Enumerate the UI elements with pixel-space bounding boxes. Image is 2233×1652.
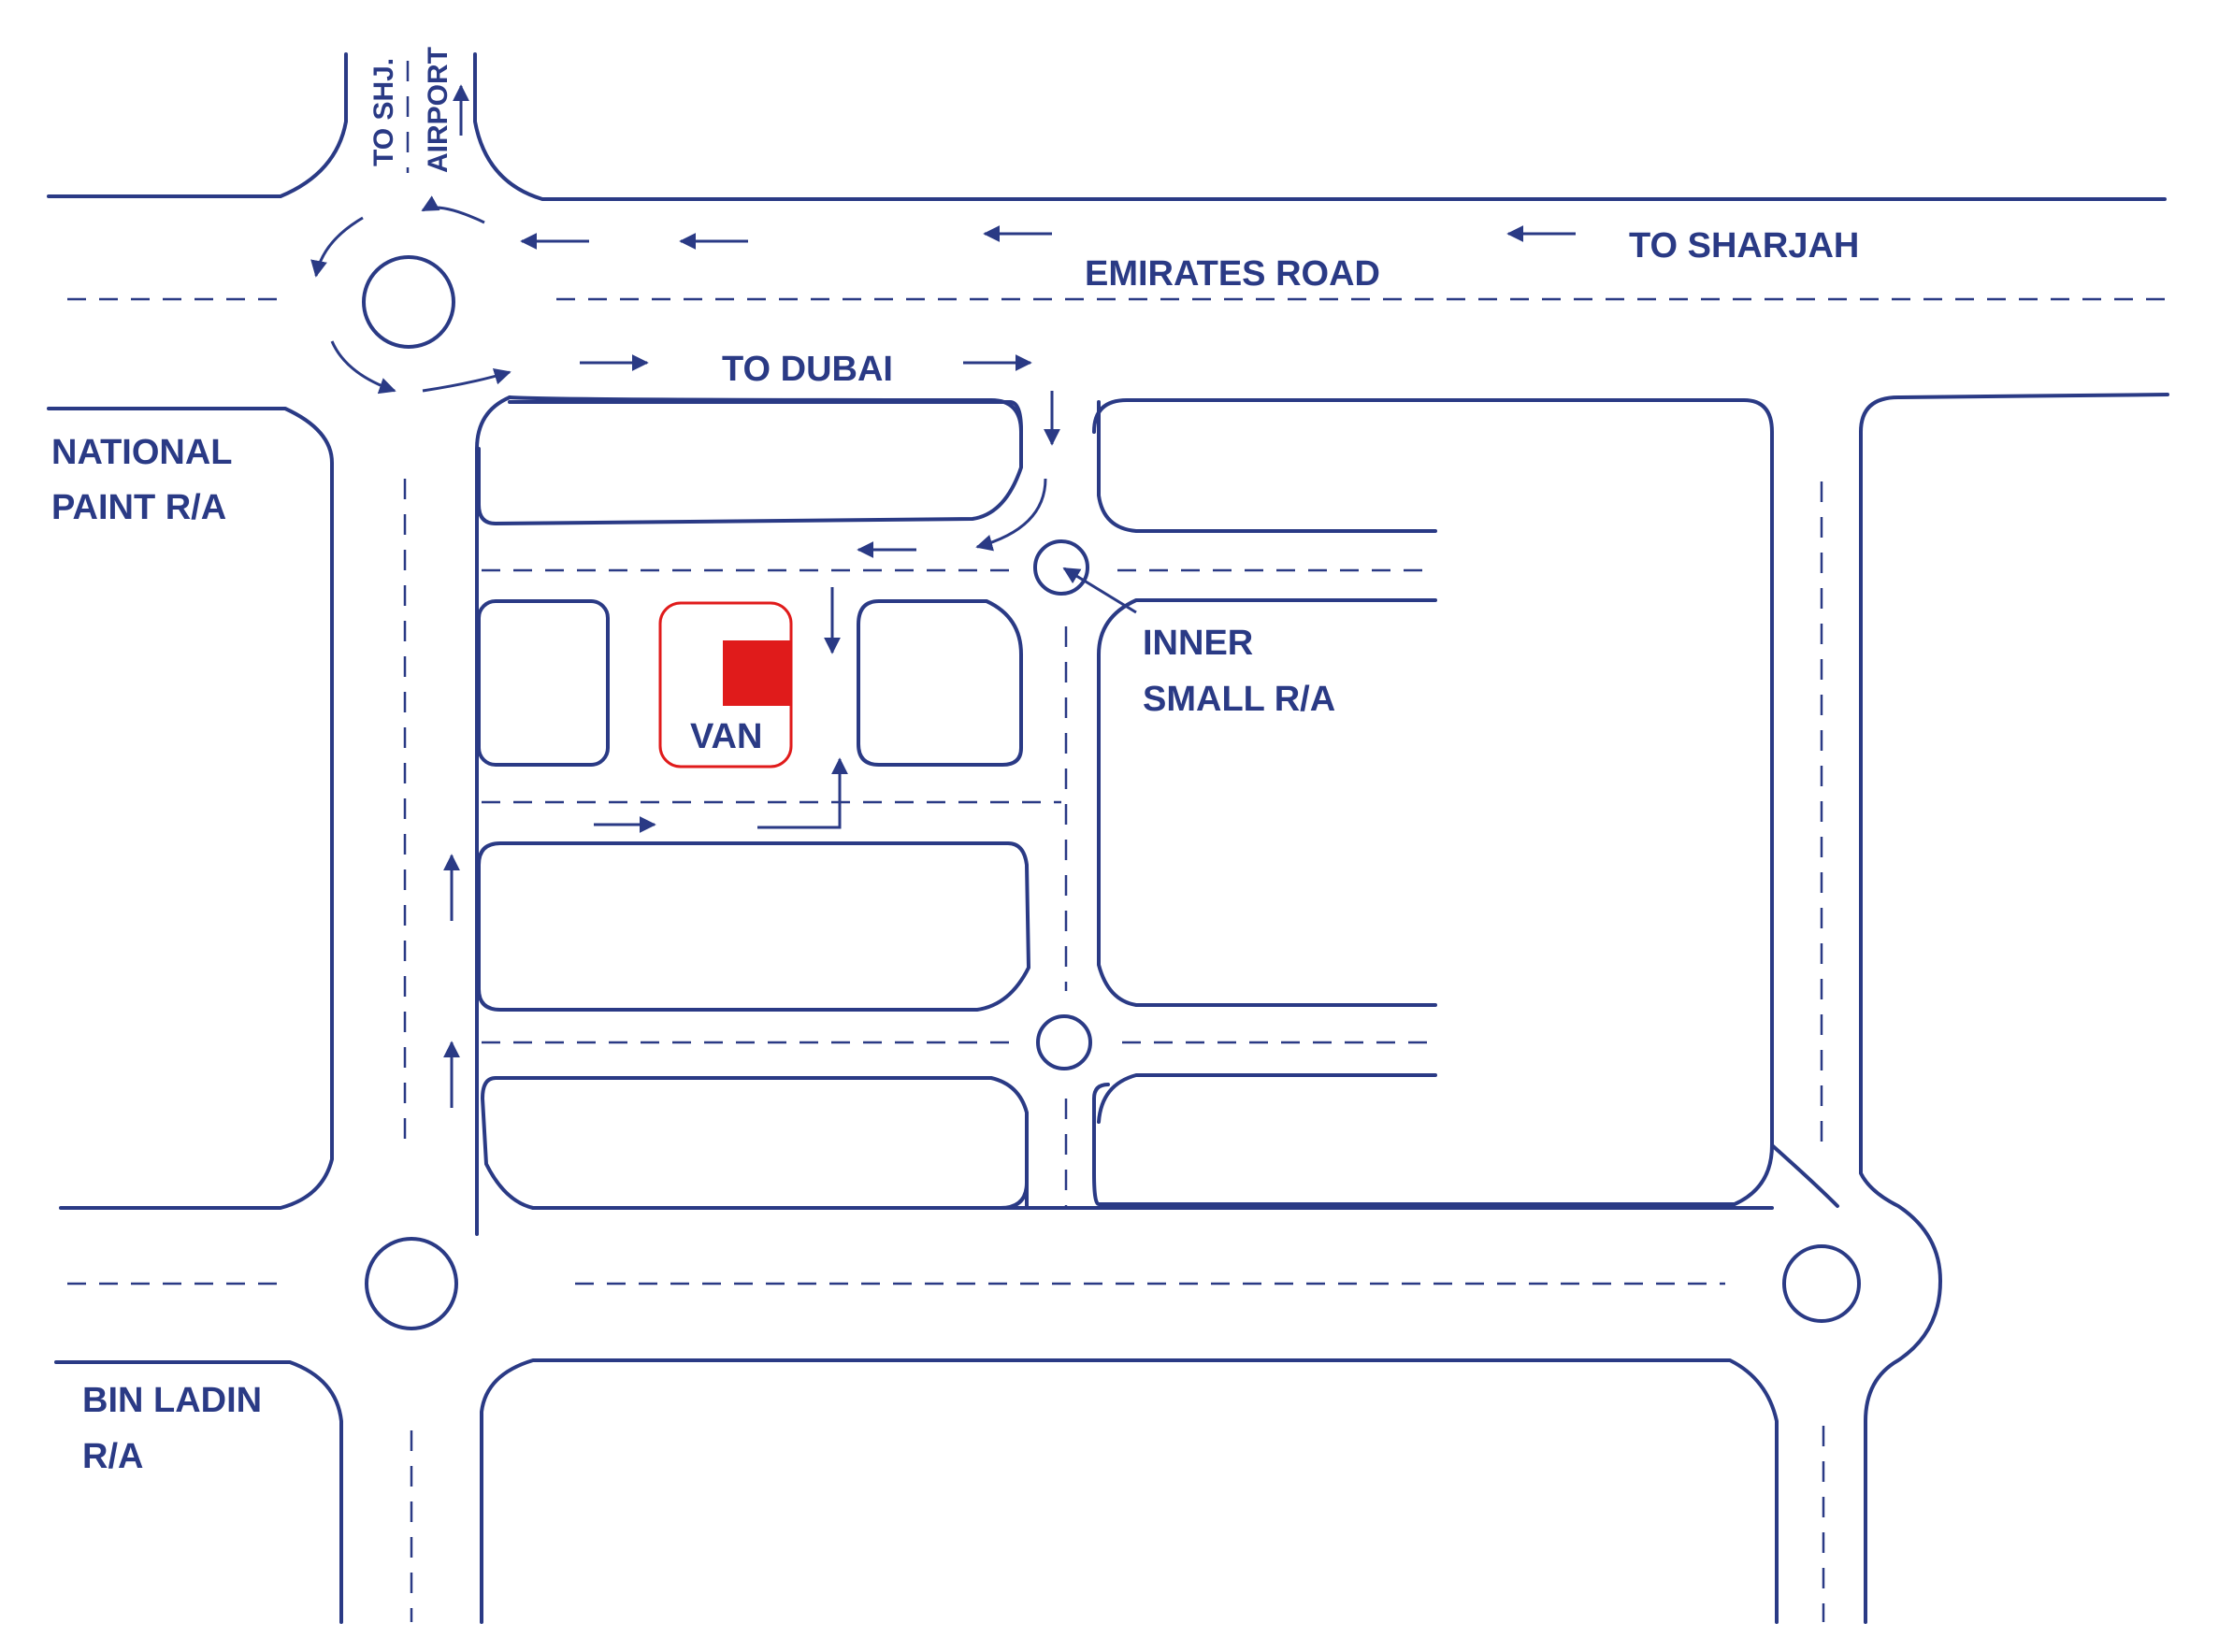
to-dubai-label: TO DUBAI [722, 350, 893, 389]
to-shj-label: TO SHJ. [368, 58, 399, 166]
bin-ladin-roundabout [365, 1237, 458, 1330]
right-road-west-edge [1770, 1143, 1839, 1208]
block-middle [477, 841, 1030, 1012]
map-labels: TO SHJ. AIRPORT EMIRATES ROAD TO SHARJAH… [51, 47, 1859, 1476]
emirates-road-label: EMIRATES ROAD [1085, 254, 1380, 294]
right-road-east-edge [1859, 430, 1942, 1624]
lane-markings [67, 61, 2169, 1622]
national-paint-roundabout [362, 255, 455, 349]
airport-label: AIRPORT [423, 47, 454, 173]
to-sharjah-label: TO SHARJAH [1629, 226, 1859, 266]
inner-road-east-upper [1097, 400, 1437, 533]
van-location: VAN [658, 601, 793, 769]
left-road-east-edge [475, 395, 511, 1236]
left-road-west-edge [47, 407, 334, 1210]
right-road-lower-west [480, 1358, 1779, 1624]
van-marker-square [723, 640, 792, 706]
emirates-road-bottom-right [1092, 393, 2169, 1206]
bin-ladin-west [54, 1360, 343, 1624]
bin-ladin-label-1: BIN LADIN [82, 1381, 262, 1420]
block-lower [481, 1076, 1029, 1210]
inner-small-label-2: SMALL R/A [1143, 680, 1335, 719]
emirates-road-bottom-edge [508, 395, 1023, 441]
emirates-road-top-edge [47, 52, 2167, 201]
direction-arrows [310, 84, 1576, 1108]
inner-road-east-lower [1097, 1073, 1437, 1124]
bin-ladin-label-2: R/A [82, 1437, 143, 1476]
block-top [477, 400, 1023, 525]
national-paint-label-1: NATIONAL [51, 433, 233, 472]
road-network [47, 52, 2169, 1624]
block-left-small [477, 599, 610, 767]
national-paint-label-2: PAINT R/A [51, 488, 226, 527]
inner-small-label-1: INNER [1143, 624, 1253, 663]
lower-small-roundabout [1036, 1014, 1092, 1070]
van-label: VAN [690, 717, 762, 756]
inner-road-east-mid [1097, 598, 1437, 1007]
right-roundabout [1782, 1244, 1861, 1323]
block-right-small [857, 599, 1023, 767]
roundabouts [362, 255, 1861, 1330]
inner-small-roundabout [1033, 539, 1089, 596]
